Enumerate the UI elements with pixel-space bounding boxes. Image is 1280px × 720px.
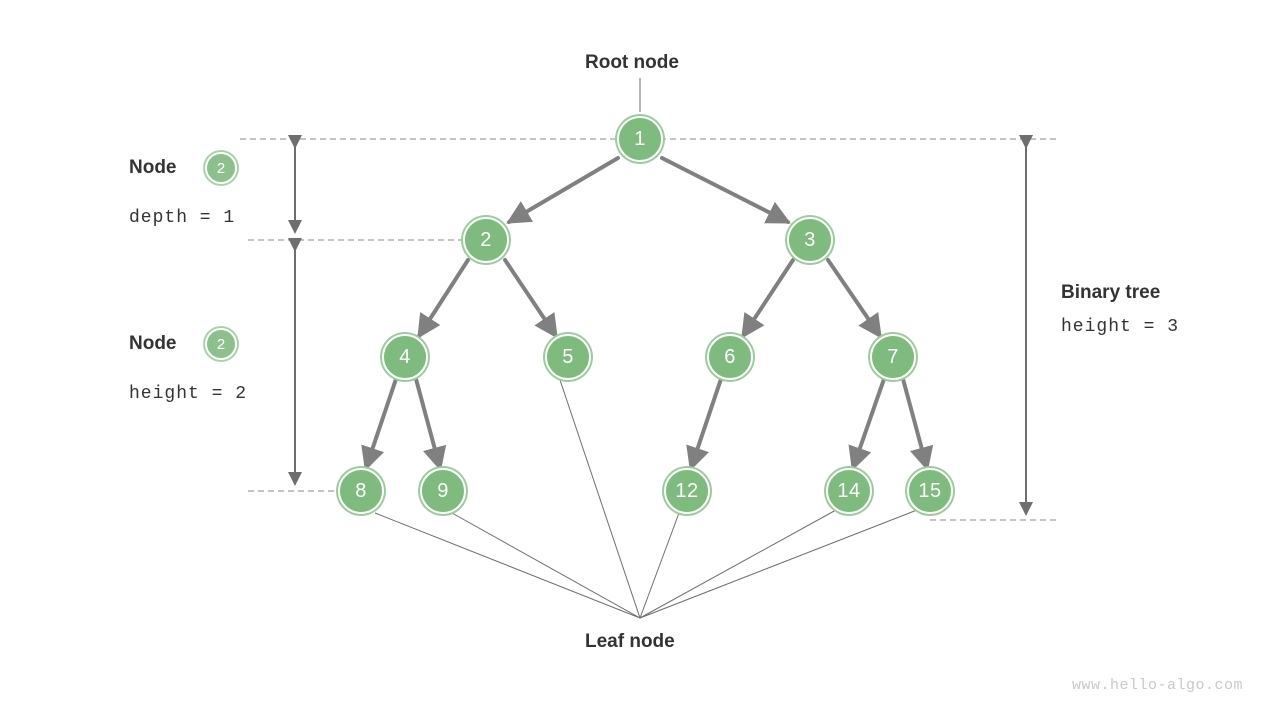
edge-6-12 <box>686 377 723 472</box>
tree-node-8[interactable]: 8 <box>338 468 384 514</box>
leaf-pointer-lines <box>374 379 918 619</box>
node-depth-value: depth = 1 <box>129 208 236 228</box>
binary-tree-height-value: height = 3 <box>1061 317 1180 337</box>
edge-2-4 <box>417 258 470 339</box>
tree-node-3[interactable]: 3 <box>787 217 833 263</box>
leaf-line-14 <box>639 509 837 619</box>
node-depth-badge: 2 <box>205 152 237 184</box>
tree-node-5[interactable]: 5 <box>545 334 591 380</box>
tree-node-9[interactable]: 9 <box>420 468 466 514</box>
tree-node-4[interactable]: 4 <box>382 334 428 380</box>
tree-node-7[interactable]: 7 <box>870 334 916 380</box>
edge-3-6 <box>741 258 795 339</box>
tree-node-1[interactable]: 1 <box>617 116 663 162</box>
guide-lines <box>240 138 1056 521</box>
tree-node-12[interactable]: 12 <box>664 468 710 514</box>
tree-node-14[interactable]: 14 <box>826 468 872 514</box>
edge-3-7 <box>826 258 882 339</box>
edge-1-3 <box>660 156 791 224</box>
leaf-line-15 <box>639 509 918 619</box>
node-height-label: Node <box>129 333 177 354</box>
node-depth-label: Node <box>129 157 177 178</box>
tree-edges <box>361 156 934 472</box>
edge-4-9 <box>414 377 447 472</box>
leaf-line-12 <box>639 512 680 619</box>
edge-7-15 <box>901 377 934 472</box>
edge-7-14 <box>848 377 886 472</box>
root-node-label: Root node <box>585 52 679 73</box>
tree-node-6[interactable]: 6 <box>707 334 753 380</box>
tree-node-2[interactable]: 2 <box>463 217 509 263</box>
node-height-value: height = 2 <box>129 384 248 404</box>
leaf-node-label: Leaf node <box>585 631 675 652</box>
watermark: www.hello-algo.com <box>1072 677 1244 694</box>
binary-tree-label: Binary tree <box>1061 282 1161 303</box>
edge-4-8 <box>361 377 398 472</box>
tree-node-15[interactable]: 15 <box>907 468 953 514</box>
node-height-badge: 2 <box>205 328 237 360</box>
edge-1-2 <box>506 156 620 224</box>
leaf-line-8 <box>374 512 641 619</box>
leaf-line-5 <box>559 379 641 619</box>
edge-2-5 <box>503 258 558 339</box>
measurement-arrows <box>288 135 1033 516</box>
leaf-line-9 <box>451 512 641 619</box>
